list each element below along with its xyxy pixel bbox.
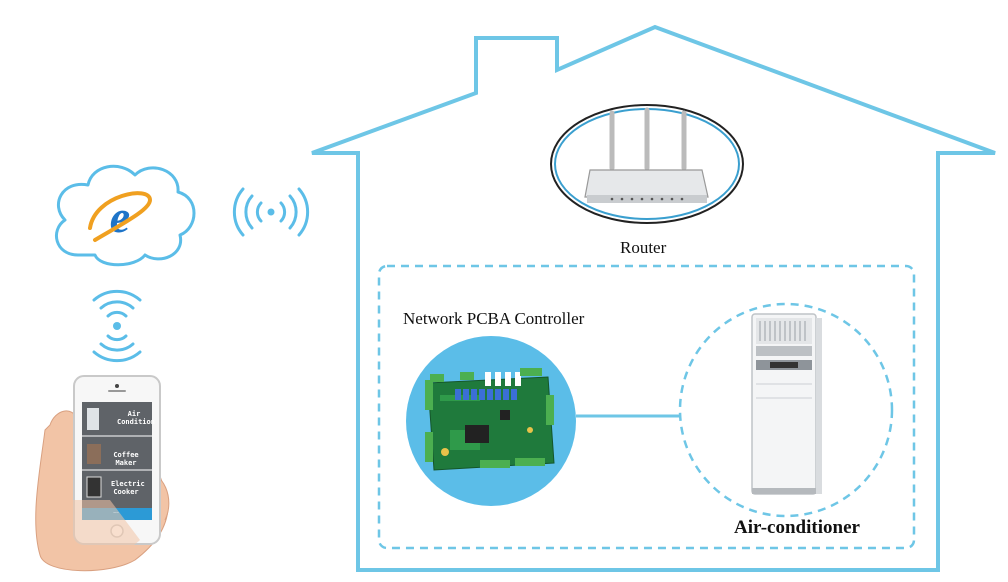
phone-item-electric-cooker[interactable]: Electric Cooker <box>111 480 145 496</box>
air-conditioner-icon <box>751 313 822 495</box>
air-conditioner-label: Air-conditioner <box>734 517 860 538</box>
router-label: Router <box>620 238 667 257</box>
controller-label: Network PCBA Controller <box>403 309 585 328</box>
phone-footer[interactable]: ··· <box>113 510 119 517</box>
thumb <box>36 500 140 559</box>
phone-item-air-condition[interactable]: Air Condition <box>117 410 155 426</box>
house-outline <box>311 24 996 572</box>
phone-item-coffee-maker[interactable]: Coffee Maker <box>113 451 139 467</box>
cloud-icon <box>55 164 196 267</box>
pcb-board-icon <box>425 368 555 471</box>
router-icon <box>550 104 744 224</box>
ac-dashed-circle <box>678 302 894 518</box>
phone-signal-icon <box>92 289 142 363</box>
browser-e-icon: e <box>88 191 153 242</box>
wifi-signal-icon <box>232 187 310 237</box>
room-boundary <box>377 264 916 550</box>
